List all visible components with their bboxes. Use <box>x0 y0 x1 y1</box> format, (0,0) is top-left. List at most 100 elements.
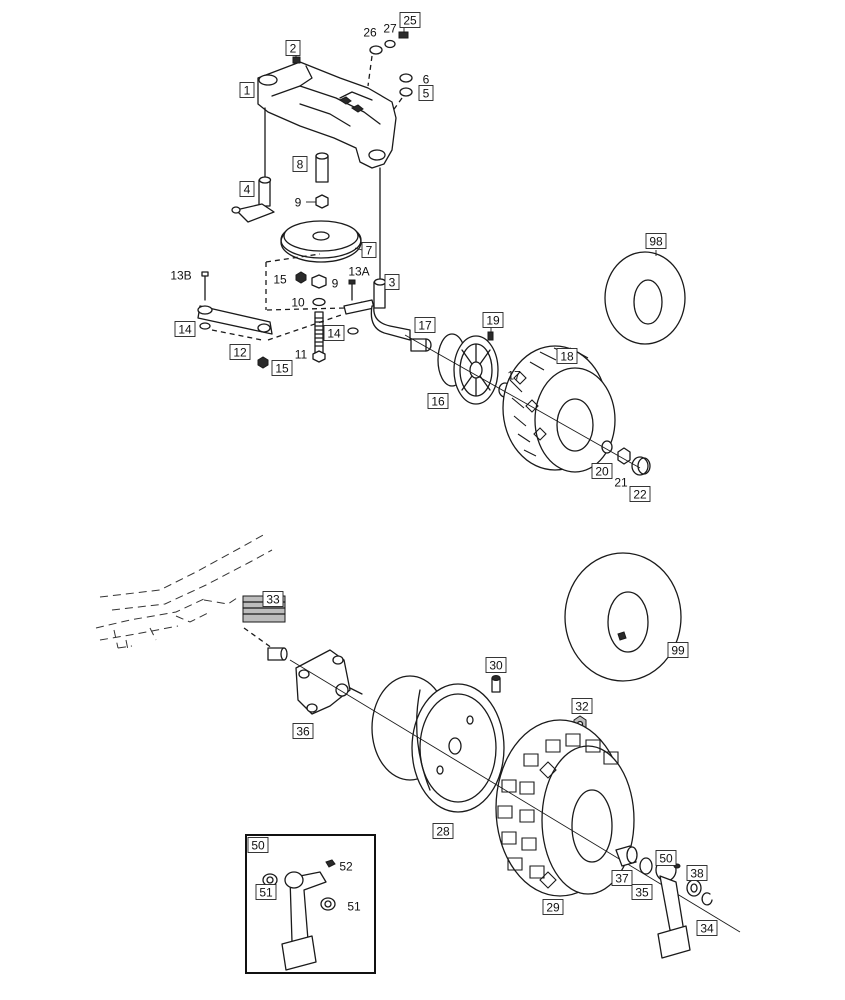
callout-text-c99: 99 <box>671 644 685 658</box>
washer-27 <box>384 39 396 49</box>
washer-10 <box>312 297 326 307</box>
tire-29 <box>495 719 635 897</box>
callout-box-c19 <box>482 312 504 328</box>
callout-c11: 11 <box>295 348 308 362</box>
nut-9-lower <box>311 274 327 289</box>
callout-c19: 19 <box>482 312 504 328</box>
rim-28 <box>371 675 505 813</box>
callout-text-c32: 32 <box>575 700 589 714</box>
callout-box-c98 <box>645 233 667 249</box>
callout-text-c28: 28 <box>436 825 450 839</box>
callout-text-c10: 10 <box>291 296 305 310</box>
callout-text-c15b: 15 <box>275 362 289 376</box>
screw-13b <box>201 271 209 301</box>
callout-text-c98: 98 <box>649 235 663 249</box>
callout-box-c1 <box>239 82 255 98</box>
callout-text-c30: 30 <box>489 659 503 673</box>
callout-box-c16 <box>427 393 449 409</box>
callout-c37: 37 <box>611 870 633 886</box>
callout-text-c26: 26 <box>363 26 377 40</box>
callout-box-c15b <box>271 360 293 376</box>
dashed-axis-25 <box>367 55 373 87</box>
callout-box-c20 <box>591 463 613 479</box>
callout-c6: 6 <box>423 73 430 87</box>
callout-box-c99 <box>667 642 689 658</box>
callout-box-c50b <box>655 850 677 866</box>
callout-text-c29: 29 <box>546 901 560 915</box>
callout-box-c50a <box>247 837 269 853</box>
fork-housing <box>257 61 397 169</box>
callout-text-c14b: 14 <box>327 327 341 341</box>
callout-text-c34: 34 <box>700 922 714 936</box>
washer-14-left <box>199 322 211 330</box>
callout-text-c14a: 14 <box>178 323 192 337</box>
nut-21 <box>617 447 631 465</box>
callout-text-c35: 35 <box>635 886 649 900</box>
callout-text-c16: 16 <box>431 395 445 409</box>
callout-c99: 99 <box>667 642 689 658</box>
callout-c14a: 14 <box>174 321 196 337</box>
pulley-7 <box>280 220 363 263</box>
callout-c16: 16 <box>427 393 449 409</box>
dashed-axis-33 <box>243 627 273 649</box>
callout-text-c3: 3 <box>389 276 396 290</box>
callout-c2: 2 <box>285 40 301 56</box>
callout-c13b: 13B <box>170 269 191 283</box>
callout-text-c22: 22 <box>633 488 647 502</box>
valve-19 <box>487 328 494 341</box>
callout-box-c29 <box>542 899 564 915</box>
crank-50 <box>655 858 691 959</box>
callout-text-c17a: 17 <box>418 319 432 333</box>
chassis-outline <box>95 533 273 651</box>
callout-c27: 27 <box>383 22 397 36</box>
callout-box-c30 <box>485 657 507 673</box>
callout-text-c18: 18 <box>560 350 574 364</box>
callout-c9b: 9 <box>332 277 339 291</box>
callout-c26: 26 <box>363 26 377 40</box>
nut-15-upper <box>295 271 307 284</box>
bolt-25 <box>398 28 409 39</box>
spindle-3 <box>370 278 411 341</box>
dashed-frame-mid <box>265 253 363 311</box>
callout-c51b: 51 <box>347 900 361 914</box>
callout-text-c50b: 50 <box>659 852 673 866</box>
callout-c50a: 50 <box>247 837 269 853</box>
callout-c36: 36 <box>292 723 314 739</box>
callout-box-c25 <box>399 12 421 28</box>
threaded-rod-11 <box>312 311 326 363</box>
callout-text-c6: 6 <box>423 73 430 87</box>
callout-text-c36: 36 <box>296 725 310 739</box>
hub-bracket-36 <box>295 649 363 715</box>
callout-c1: 1 <box>239 82 255 98</box>
callout-c5: 5 <box>418 85 434 101</box>
callout-text-c15a: 15 <box>273 273 287 287</box>
callout-box-c22 <box>629 486 651 502</box>
bearing-17-left <box>410 338 432 352</box>
callout-text-c52: 52 <box>339 860 353 874</box>
callout-c17b: 17 <box>507 369 521 383</box>
callout-text-c20: 20 <box>595 465 609 479</box>
dashed-axis-5 <box>391 97 403 113</box>
callout-c15b: 15 <box>271 360 293 376</box>
callout-box-c4 <box>239 181 255 197</box>
callout-box-c28 <box>432 823 454 839</box>
callout-c50b: 50 <box>655 850 677 866</box>
callout-c35: 35 <box>631 884 653 900</box>
callout-c12: 12 <box>229 344 251 360</box>
washer-26 <box>369 45 383 55</box>
callout-box-c5 <box>418 85 434 101</box>
callout-c51a: 51 <box>255 884 277 900</box>
callout-text-c17b: 17 <box>507 369 521 383</box>
washer-14-right <box>347 327 359 335</box>
callout-text-c37: 37 <box>615 872 629 886</box>
callout-text-c21: 21 <box>614 476 628 490</box>
callout-c15a: 15 <box>273 273 287 287</box>
washer-35 <box>639 857 653 875</box>
callout-text-c33: 33 <box>266 593 280 607</box>
callout-c98: 98 <box>645 233 667 249</box>
callout-text-c38: 38 <box>690 867 704 881</box>
callout-c25: 25 <box>399 12 421 28</box>
callout-box-c33 <box>262 591 284 607</box>
callout-text-c7: 7 <box>366 244 373 258</box>
